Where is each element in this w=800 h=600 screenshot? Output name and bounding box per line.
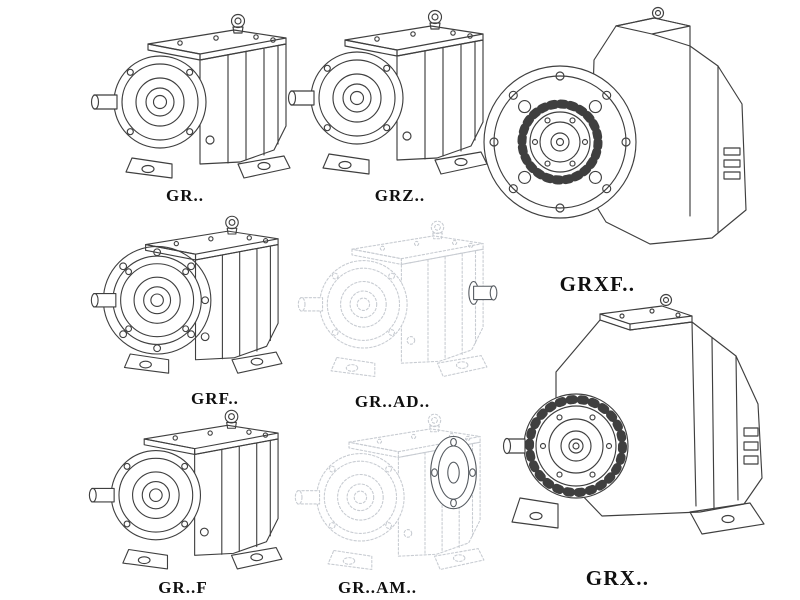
- drawing-grf: [90, 215, 283, 374]
- input-shaft-adapter: [468, 280, 498, 305]
- model-label-grz: GRZ..: [374, 186, 426, 205]
- bearing-fins-ring: [525, 395, 627, 497]
- drawing-gr-f: [88, 409, 283, 570]
- model-label-gr-am: GR..AM..: [338, 578, 417, 597]
- drawing-gr-ad: [297, 220, 498, 378]
- model-label-grx: GRX..: [585, 566, 650, 590]
- model-label-gr-ad: GR..AD..: [354, 392, 431, 411]
- drawing-grz: [287, 9, 488, 175]
- drawing-gr-am: [294, 413, 485, 571]
- model-label-gr-f: GR..F: [158, 578, 208, 597]
- model-label-grf: GRF..: [191, 389, 239, 408]
- drawing-gr: [90, 13, 291, 179]
- model-label-grxf: GRXF..: [559, 272, 636, 296]
- motor-flange-adapter: [430, 435, 477, 510]
- model-label-gr: GR..: [165, 186, 205, 205]
- drawing-grxf: [483, 6, 747, 245]
- drawing-grx: [502, 293, 765, 535]
- gear-teeth-ring: [517, 99, 603, 185]
